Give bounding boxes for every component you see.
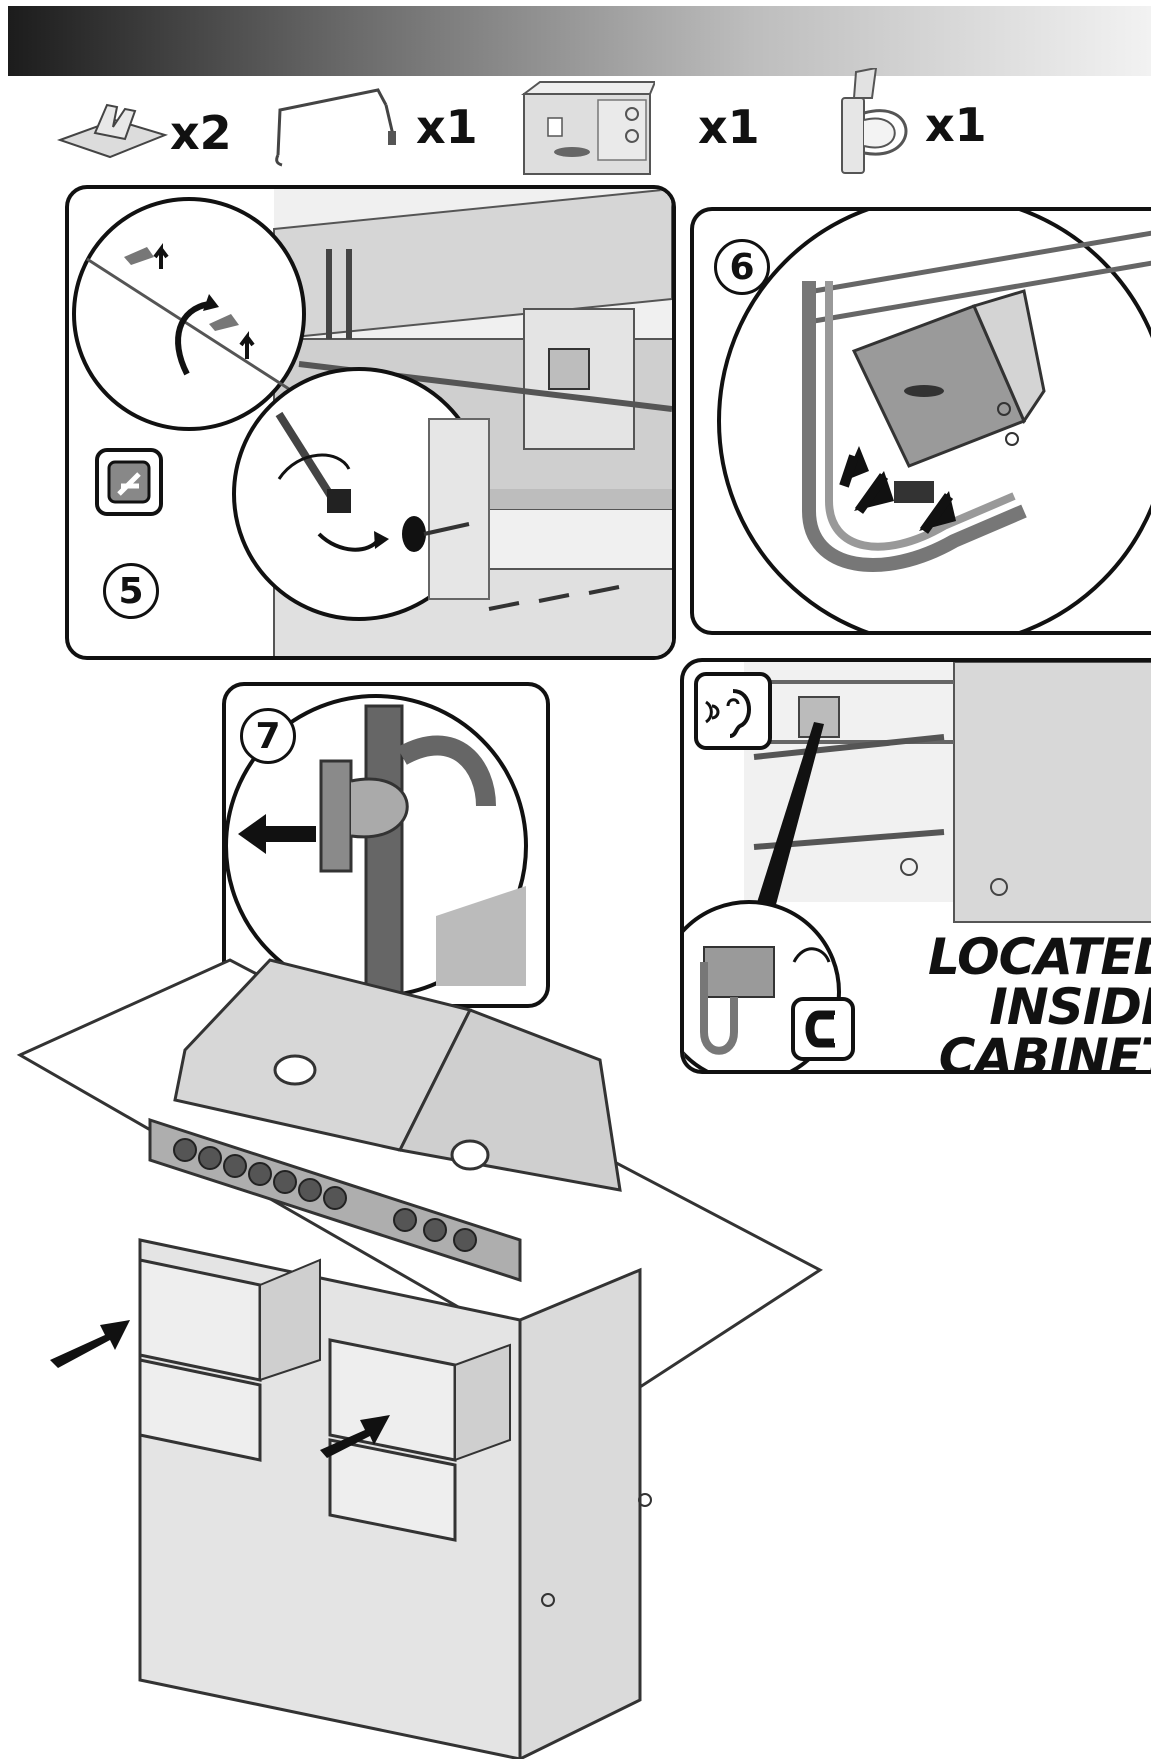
magnet-icon	[791, 997, 855, 1061]
located-inside-cabinet-label: LOCATED INSIDE CABINET	[844, 928, 1151, 1074]
step-5-number: 5	[103, 563, 159, 619]
header-bar	[8, 6, 1151, 76]
control-module-qty: x1	[698, 100, 760, 154]
step-7-number: 7	[240, 708, 296, 764]
step-5-panel: 5	[65, 185, 676, 660]
cabinet-interior-illustration	[684, 662, 1151, 1070]
step-6-panel: 6	[690, 207, 1151, 635]
locate-line-3: CABINET	[938, 1028, 1151, 1074]
hose-clip-qty: x1	[925, 98, 987, 152]
ear-icon	[694, 672, 772, 750]
clip-bracket-image	[56, 103, 169, 159]
clip-bracket-qty: x2	[170, 106, 232, 160]
tool-icon	[95, 448, 163, 516]
locate-line-2: INSIDE	[989, 978, 1151, 1036]
step-7-illustration	[226, 694, 528, 1004]
ignition-wire-image	[275, 88, 396, 167]
control-module-image	[521, 81, 655, 175]
step-6-illustration	[717, 211, 1151, 631]
ignition-wire-qty: x1	[416, 100, 478, 154]
step-6-number: 6	[714, 239, 770, 295]
hose-clip-image	[841, 68, 908, 174]
step-5-illustration	[72, 189, 672, 656]
locate-panel: LOCATED INSIDE CABINET	[680, 658, 1151, 1074]
step-7-panel: 7	[222, 682, 550, 1008]
locate-line-1: LOCATED	[928, 928, 1151, 986]
arrow-icon	[50, 1320, 390, 1458]
grill-cabinet-illustration	[16, 958, 823, 1759]
